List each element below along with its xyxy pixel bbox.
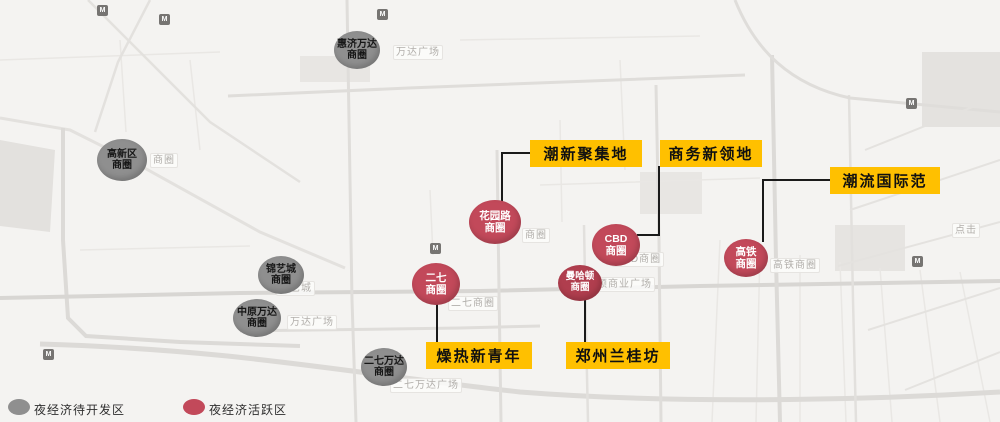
bubble-gray-zhongyuan-wanda: 中原万达 商圈 bbox=[233, 299, 281, 337]
map-background-label: 二七万达广场 bbox=[390, 378, 462, 393]
legend-gray-label: 夜经济待开发区 bbox=[34, 403, 126, 417]
district-bubble-label: 高新区 商圈 bbox=[107, 148, 137, 172]
bubble-gray-erqi-wanda: 二七万达 商圈 bbox=[361, 348, 407, 386]
callout-trend-gathering: 潮新聚集地 bbox=[530, 140, 642, 167]
bubble-red-erqi: 二七 商圈 bbox=[412, 263, 460, 305]
district-bubble-label: 惠济万达 商圈 bbox=[337, 38, 377, 62]
map-background-label: 二七商圈 bbox=[448, 296, 498, 311]
callout-connector-line bbox=[436, 300, 438, 342]
transit-station-icon: M bbox=[377, 9, 388, 20]
callout-connector-line bbox=[762, 179, 830, 181]
callout-connector-line bbox=[762, 179, 764, 242]
map-background-label: 高铁商圈 bbox=[770, 258, 820, 273]
map-background-label: 商圈 bbox=[150, 153, 178, 168]
callout-connector-line bbox=[658, 166, 660, 236]
legend-red-label: 夜经济活跃区 bbox=[209, 403, 288, 417]
bubble-red-cbd: CBD 商圈 bbox=[592, 224, 640, 266]
callout-connector-line bbox=[501, 152, 531, 154]
transit-station-icon: M bbox=[97, 5, 108, 16]
bubble-red-huayuanlu: 花园路 商圈 bbox=[469, 200, 521, 244]
bubble-gray-gaoxinqu: 高新区 商圈 bbox=[97, 139, 147, 181]
map-background-label: 万达广场 bbox=[393, 45, 443, 60]
transit-station-icon: M bbox=[912, 256, 923, 267]
district-bubble-label: 锦艺城 商圈 bbox=[266, 263, 296, 287]
map-background-label: 点击 bbox=[952, 223, 980, 238]
callout-international-style: 潮流国际范 bbox=[830, 167, 940, 194]
district-bubble-label: 二七 商圈 bbox=[425, 271, 447, 296]
callout-label: 燥热新青年 bbox=[436, 348, 522, 365]
callout-connector-line bbox=[637, 234, 660, 236]
callout-label: 潮新聚集地 bbox=[543, 146, 629, 163]
district-bubble-label: 中原万达 商圈 bbox=[237, 306, 277, 330]
bubble-gray-huiji-wanda: 惠济万达 商圈 bbox=[334, 31, 380, 69]
legend-gray-dot bbox=[8, 399, 30, 415]
callout-label: 商务新领地 bbox=[668, 146, 754, 163]
district-bubble-label: 花园路 商圈 bbox=[479, 209, 511, 234]
bubble-red-gaotie: 高铁 商圈 bbox=[724, 239, 768, 277]
legend-red-dot bbox=[183, 399, 205, 415]
callout-lan-kwai-fong: 郑州兰桂坊 bbox=[566, 342, 670, 369]
map-background-label: 商圈 bbox=[522, 228, 550, 243]
callout-hot-youth: 燥热新青年 bbox=[426, 342, 532, 369]
map-background-label: 万达广场 bbox=[287, 315, 337, 330]
transit-station-icon: M bbox=[430, 243, 441, 254]
bubble-gray-jinyicheng: 锦艺城 商圈 bbox=[258, 256, 304, 294]
callout-connector-line bbox=[584, 296, 586, 342]
callout-label: 潮流国际范 bbox=[842, 173, 928, 190]
callout-connector-line bbox=[501, 152, 503, 204]
transit-station-icon: M bbox=[43, 349, 54, 360]
callout-label: 郑州兰桂坊 bbox=[575, 348, 661, 365]
callout-business-frontier: 商务新领地 bbox=[660, 140, 762, 167]
transit-station-icon: M bbox=[906, 98, 917, 109]
district-bubble-label: 高铁 商圈 bbox=[735, 245, 757, 270]
district-bubble-label: 二七万达 商圈 bbox=[364, 355, 404, 379]
bubble-red-manhattan: 曼哈顿 商圈 bbox=[558, 265, 602, 301]
transit-station-icon: M bbox=[159, 14, 170, 25]
district-bubble-label: 曼哈顿 商圈 bbox=[565, 271, 595, 293]
district-bubble-label: CBD 商圈 bbox=[604, 232, 628, 257]
